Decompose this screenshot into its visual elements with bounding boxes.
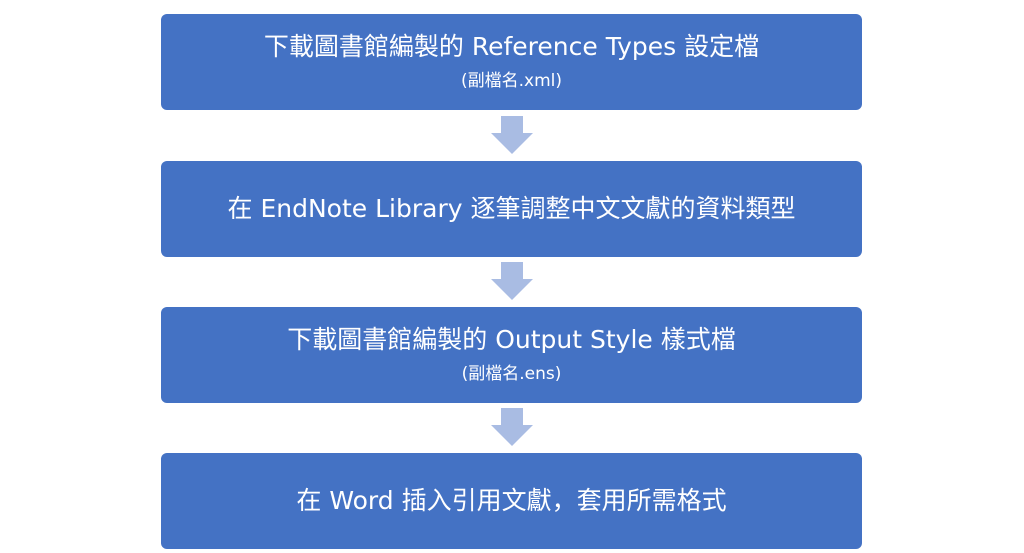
step-1-subtitle: (副檔名.xml) (460, 71, 562, 91)
step-4-title: 在 Word 插入引用文獻，套用所需格式 (296, 486, 727, 515)
step-2-title: 在 EndNote Library 逐筆調整中文文獻的資料類型 (227, 194, 796, 223)
step-3-subtitle: (副檔名.ens) (461, 364, 562, 384)
arrow-down-icon (491, 262, 533, 300)
step-3-title: 下載圖書館編製的 Output Style 樣式檔 (287, 325, 736, 354)
step-1-download-reference-types: 下載圖書館編製的 Reference Types 設定檔 (副檔名.xml) (161, 14, 862, 110)
step-4-insert-citations-word: 在 Word 插入引用文獻，套用所需格式 (161, 453, 862, 549)
arrow-down-icon (491, 116, 533, 154)
step-2-adjust-reference-types: 在 EndNote Library 逐筆調整中文文獻的資料類型 (161, 161, 862, 257)
arrow-down-icon (491, 408, 533, 446)
step-3-download-output-style: 下載圖書館編製的 Output Style 樣式檔 (副檔名.ens) (161, 307, 862, 403)
step-1-title: 下載圖書館編製的 Reference Types 設定檔 (263, 32, 760, 61)
